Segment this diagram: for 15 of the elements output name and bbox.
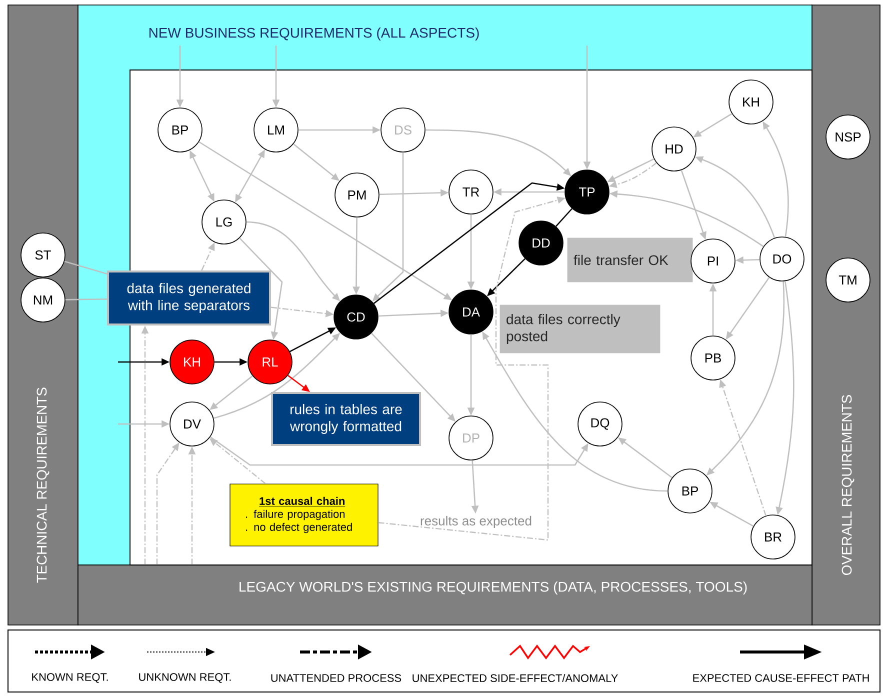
callout-box: rules in tables are wrongly formatted xyxy=(271,392,421,446)
result-text: results as expected xyxy=(420,516,532,528)
connector-line xyxy=(65,298,108,300)
legend-label: KNOWN REQT. xyxy=(32,673,108,683)
legend-label: UNKNOWN REQT. xyxy=(139,673,231,683)
callout-box: data files generated with line separators xyxy=(107,270,271,326)
status-box: file transfer OK xyxy=(567,238,693,282)
legend-label: UNATTENDED PROCESS xyxy=(271,674,402,682)
status-box: data files correctly posted xyxy=(500,304,660,354)
requirements-band: LEGACY WORLD'S EXISTING REQUIREMENTS (DATA, PROCESSES, TOOLS) xyxy=(78,564,812,626)
legend-label: UNEXPECTED SIDE-EFFECT/ANOMALY xyxy=(412,674,618,682)
note-box: 1st causal chain . failure propagation . no defect generated xyxy=(230,484,378,546)
arrow xyxy=(210,436,588,466)
legend-label: EXPECTED CAUSE-EFFECT PATH xyxy=(693,674,869,682)
connector-line xyxy=(556,208,572,227)
